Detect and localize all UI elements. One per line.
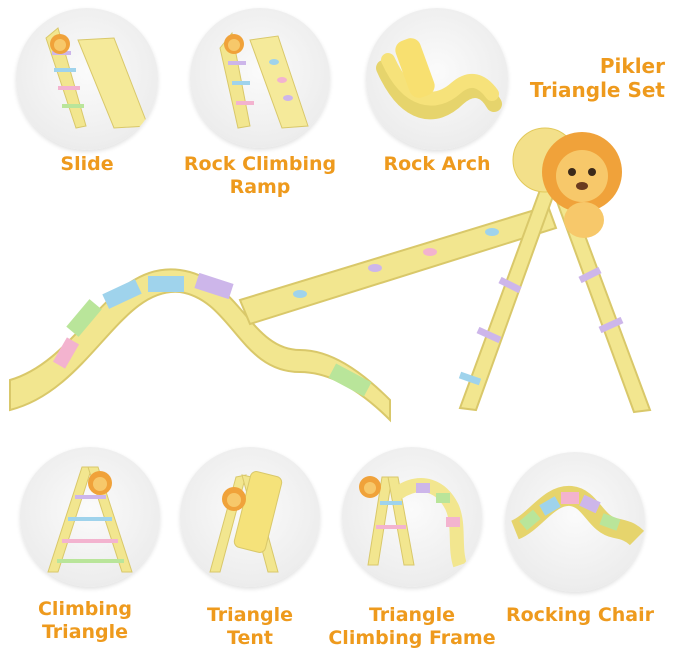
slide-thumbnail: [16, 8, 158, 150]
triangle-tent-icon: [209, 471, 283, 573]
rock-arch-icon: [376, 38, 502, 120]
product-title-line1: Pikler: [599, 54, 665, 78]
hero-product-illustration: [9, 127, 652, 423]
slide-icon: [45, 27, 149, 129]
climbing-triangle-label: Climbing Triangle: [37, 598, 132, 643]
rocking-chair-icon: [510, 486, 645, 546]
climbing-frame-icon: [359, 476, 467, 568]
rock-arch-thumbnail: [366, 8, 508, 150]
climbing-frame-thumbnail: [342, 447, 482, 587]
triangle-tent-thumbnail: [180, 447, 320, 587]
product-title-line2: Triangle Set: [529, 78, 665, 102]
rock-arch-label: Rock Arch: [383, 153, 491, 175]
lion-mascot-icon: [512, 127, 622, 238]
triangle-tent-label: Triangle Tent: [206, 604, 294, 649]
climbing-triangle-icon: [47, 466, 133, 573]
climbing-ramp-icon: [219, 31, 309, 129]
climbing-triangle-thumbnail: [20, 447, 160, 587]
rocking-chair-thumbnail: [505, 452, 645, 592]
climbing-frame-label: Triangle Climbing Frame: [328, 604, 496, 649]
climbing-ramp-label: Rock Climbing Ramp: [183, 153, 337, 198]
climbing-ramp-thumbnail: [190, 8, 330, 148]
rocking-chair-label: Rocking Chair: [505, 604, 654, 626]
product-title: Pikler Triangle Set: [530, 54, 665, 102]
slide-label: Slide: [60, 153, 114, 175]
